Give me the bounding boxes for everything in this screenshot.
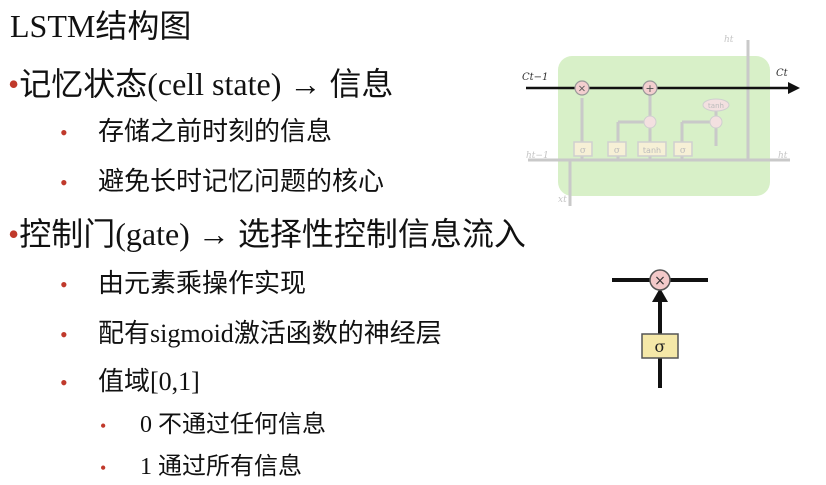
bullet-text: 配有sigmoid激活函数的神经层 [98, 319, 442, 348]
add-icon [642, 80, 658, 96]
input-multiply-icon [643, 115, 657, 129]
bullet-marker: • [60, 170, 68, 195]
bullet-marker: • [8, 66, 20, 102]
bullet-text: 避免长时记忆问题的核心 [98, 167, 385, 196]
sub-bullet-store: • 存储之前时刻的信息 [60, 114, 332, 151]
bullet-text: 由元素乘操作实现 [98, 269, 307, 298]
bullet-marker: • [60, 272, 68, 297]
cell-background [558, 56, 770, 196]
gate-sigma-forget: σ [580, 146, 586, 156]
bullet-text: 存储之前时刻的信息 [98, 117, 333, 146]
sigmoid-gate-box [641, 333, 679, 359]
sigmoid-symbol: σ [655, 337, 666, 356]
forget-multiply-symbol: × [578, 84, 586, 95]
bullet-text: 值域[0,1] [98, 367, 200, 396]
label-x-input: xt [558, 195, 567, 205]
forget-multiply-icon [574, 80, 590, 96]
sub-bullet-sigmoid: • 配有sigmoid激活函数的神经层 [60, 316, 442, 353]
cell-state-arrow [788, 82, 800, 94]
label-c-prev: Ct−1 [522, 72, 548, 83]
up-arrow-icon [652, 288, 668, 302]
bullet-gate: •控制门(gate) → 选择性控制信息流入 [8, 212, 526, 256]
gate-sigma-input: σ [614, 146, 620, 156]
multiply-symbol: × [654, 273, 666, 289]
bullet-cell-state: •记忆状态(cell state) → 信息 [8, 62, 393, 106]
add-symbol: + [645, 82, 654, 95]
bullet-text: 0 不通过任何信息 [140, 412, 326, 438]
multiply-icon [649, 269, 671, 291]
tanh-op-label: tanh [708, 102, 724, 110]
gate-sigma-output: σ [680, 146, 686, 156]
gate-diagram: × σ [612, 269, 708, 388]
bullet-text: 记忆状态(cell state) → 信息 [19, 66, 394, 102]
sub-bullet-elementwise: • 由元素乘操作实现 [60, 266, 306, 303]
bullet-marker: • [100, 416, 107, 436]
output-multiply-icon [709, 115, 723, 129]
gate-boxes [573, 141, 693, 157]
bullet-text: 控制门(gate) → 选择性控制信息流入 [19, 216, 526, 252]
bullet-marker: • [60, 370, 68, 395]
tanh-op [702, 98, 730, 112]
label-h-next: ht [778, 151, 788, 161]
sub-sub-bullet-one: • 1 通过所有信息 [100, 450, 302, 485]
bullet-marker: • [60, 120, 68, 145]
slide-title: LSTM结构图 [10, 8, 192, 44]
bullet-marker: • [60, 322, 68, 347]
label-h-prev: ht−1 [526, 151, 549, 161]
sub-bullet-range: • 值域[0,1] [60, 364, 200, 401]
sub-bullet-avoid: • 避免长时记忆问题的核心 [60, 164, 384, 201]
sub-sub-bullet-zero: • 0 不通过任何信息 [100, 408, 326, 443]
label-h-top: ht [724, 35, 734, 45]
bullet-text: 1 通过所有信息 [140, 454, 302, 480]
bullet-marker: • [8, 216, 20, 252]
lstm-cell-diagram: σ σ tanh σ tanh × + Ct−1 Ct ht−1 ht ht x… [522, 35, 800, 206]
bullet-marker: • [100, 458, 107, 478]
gate-tanh-candidate: tanh [643, 146, 661, 155]
label-c-next: Ct [776, 68, 789, 79]
